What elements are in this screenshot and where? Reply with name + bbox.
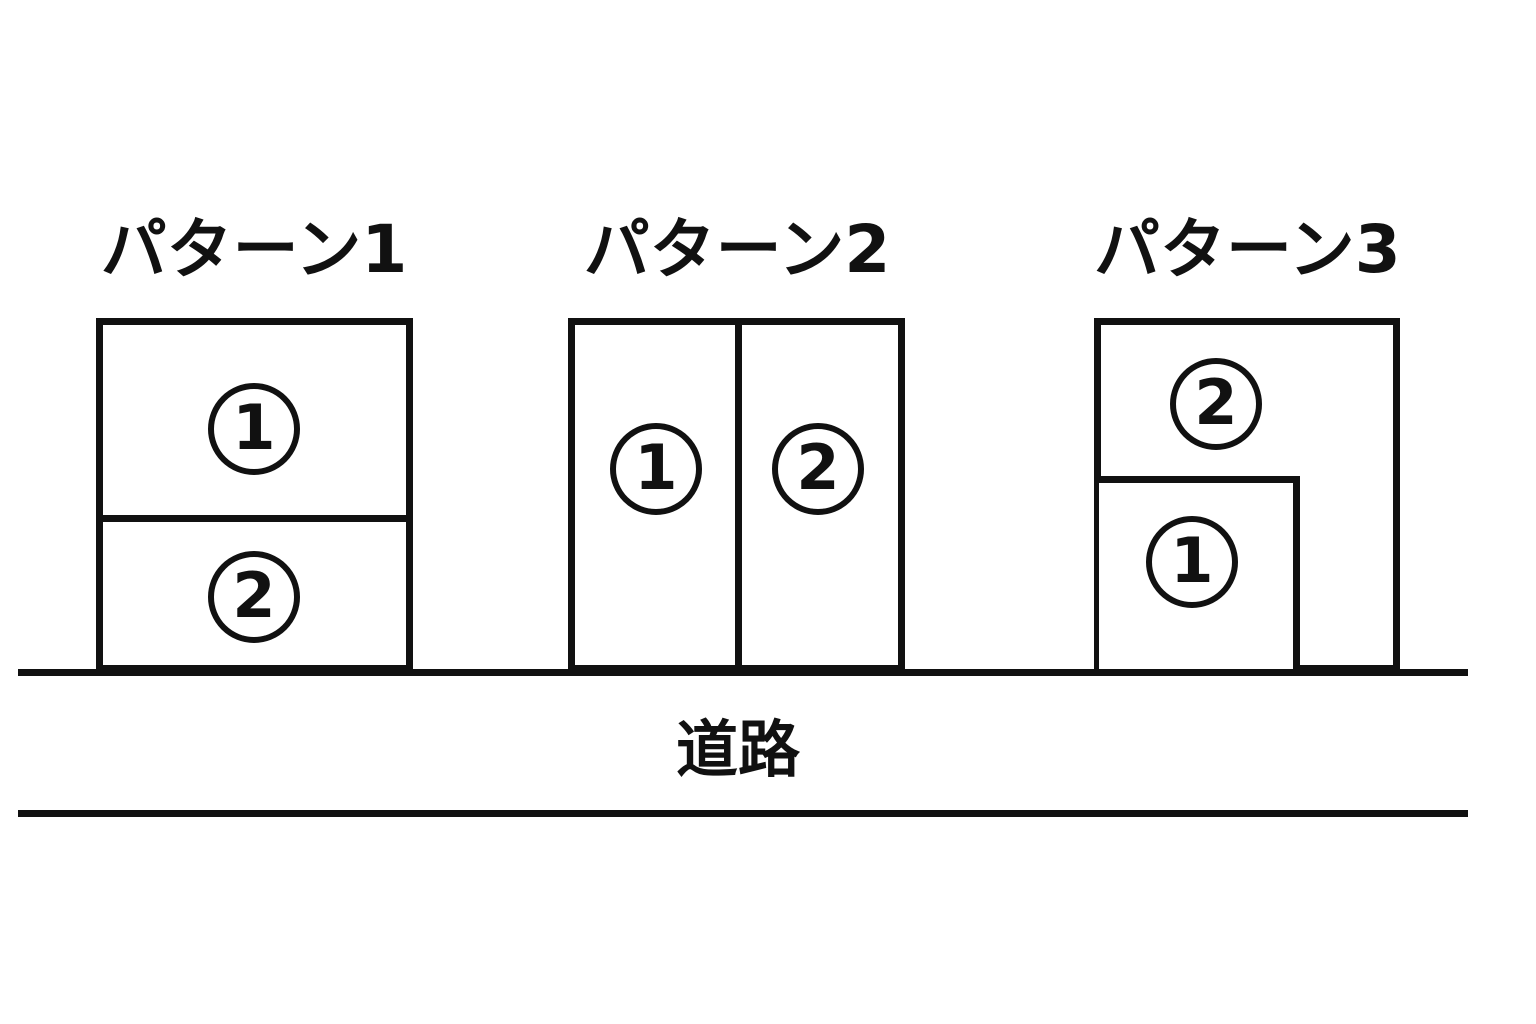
road-label: 道路 <box>675 713 800 786</box>
road-bottom-edge <box>18 810 1468 817</box>
pattern-1-parcel-1-label: 1 <box>208 383 300 475</box>
pattern-3-parcel-1-label: 1 <box>1146 516 1238 608</box>
pattern-1-parcel-2-label: 2 <box>208 551 300 643</box>
pattern-2-parcel-2-label: 2 <box>772 423 864 515</box>
pattern-2-vertical-divider <box>735 325 742 672</box>
pattern-1-horizontal-divider <box>103 515 406 522</box>
pattern-1-title: パターン1 <box>100 211 408 288</box>
pattern-2-parcel-1-label: 1 <box>610 423 702 515</box>
road-top-edge <box>18 669 1468 676</box>
pattern-2-title: パターン2 <box>583 211 891 288</box>
pattern-3-title: パターン3 <box>1094 211 1401 288</box>
pattern-3-parcel-2-label: 2 <box>1170 358 1262 450</box>
